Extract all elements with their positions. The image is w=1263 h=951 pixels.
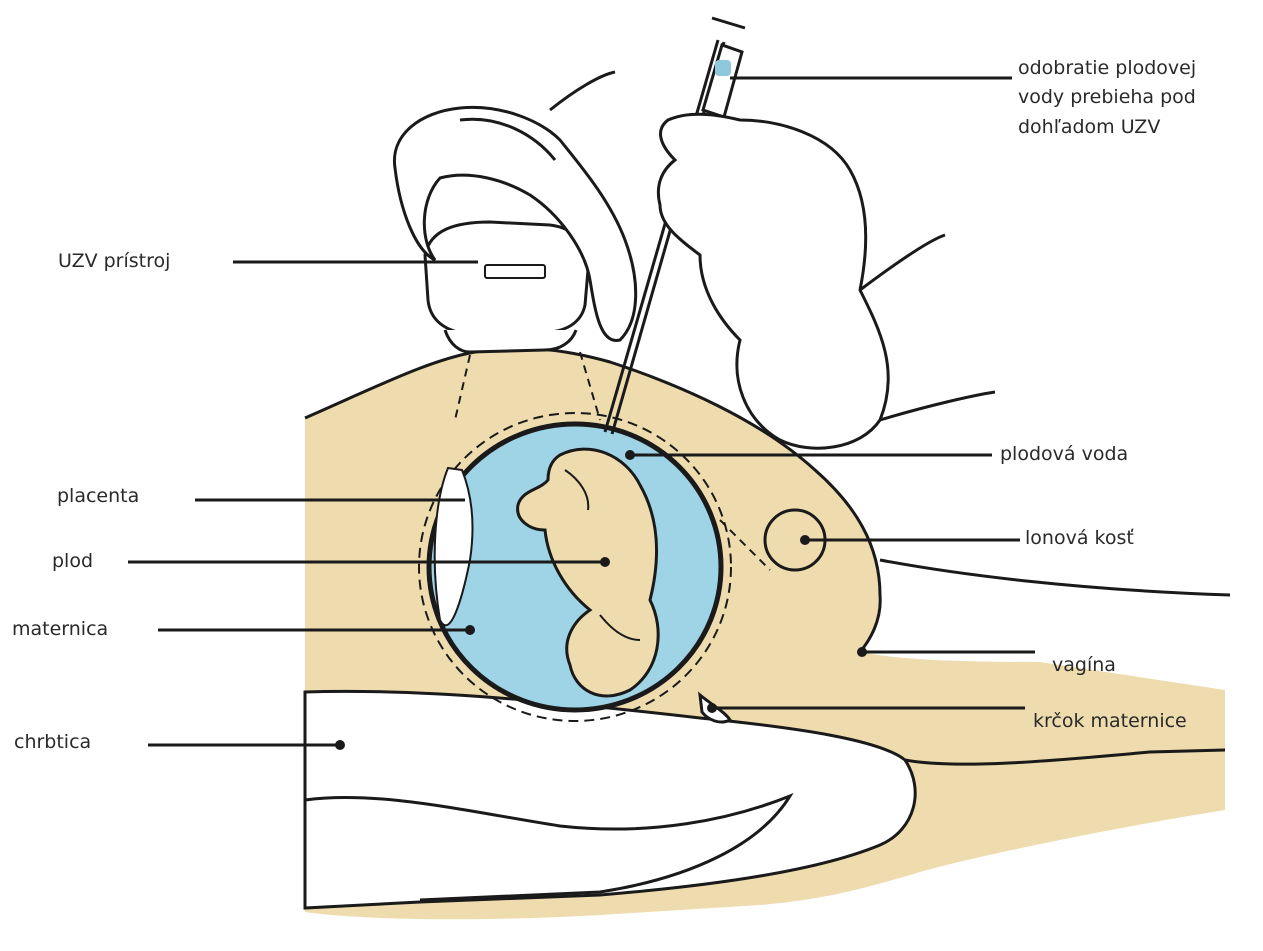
label-uterus: maternica xyxy=(12,617,108,643)
label-amniotic-fluid: plodová voda xyxy=(1000,442,1128,468)
hand-holding-syringe xyxy=(658,114,995,448)
label-vagina: vagína xyxy=(1052,653,1116,679)
thigh-line xyxy=(880,560,1230,595)
label-cervix: krčok maternice xyxy=(1033,709,1187,735)
ultrasound-probe xyxy=(425,222,588,352)
label-spine: chrbtica xyxy=(14,730,91,756)
label-amnio-procedure: odobratie plodovej vody prebieha pod doh… xyxy=(1018,54,1196,142)
label-ultrasound-device: UZV prístroj xyxy=(58,249,170,275)
label-pubic-bone: lonová kosť xyxy=(1025,526,1134,552)
label-placenta: placenta xyxy=(57,484,139,510)
label-fetus: plod xyxy=(52,549,93,575)
